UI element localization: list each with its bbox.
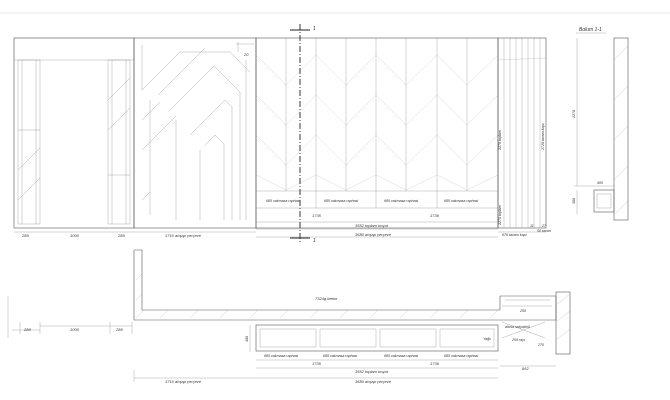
plan-dim-1735-a: 1735 <box>312 361 322 366</box>
section-mark-top: 1 <box>313 26 316 32</box>
plan-left-wall: 289 1000 289 <box>7 296 133 338</box>
dim-27: 27 <box>541 224 547 228</box>
shelf-label-2: 685 vakmasa raphasi <box>324 199 358 203</box>
plan-dim-1735-b: 1736 <box>430 361 440 366</box>
plan-right-wall: altına radyatörü 209 rayı Yağlı 270 250 … <box>483 291 571 371</box>
left-door-panel <box>13 37 135 229</box>
plan-left-frame: 1710 ahşap çerçeve <box>165 379 202 384</box>
section-cut-line: 1 1 <box>290 24 316 244</box>
slat-panel: 2270 toplam 2720 tavanı kapı 2270 toplam <box>497 37 547 229</box>
dim-1000: 1000 <box>70 233 80 238</box>
small-dim-top: 20 <box>243 52 249 57</box>
dim-2270-top: 2270 toplam <box>498 130 502 151</box>
detail-title: Bolum 1-1 <box>579 27 602 33</box>
plan-dim-400: 400 <box>245 336 249 342</box>
plan-dim-270: 270 <box>537 343 544 347</box>
section-mark-bottom: 1 <box>313 238 316 244</box>
dim-1710-frame: 1710 ahşap çerçeve <box>165 233 202 238</box>
plan-dim-1000: 1000 <box>70 327 80 332</box>
plan-slab: 7324g.beton <box>133 249 557 321</box>
shelf-label-3: 685 vakmasa raphasi <box>384 199 418 203</box>
front-elevation: 20 685 vakmasa raphasi 685 vakmasa rapha… <box>13 24 551 244</box>
dim-289-right: 289 <box>117 233 125 238</box>
detail-dim-400: 400 <box>597 181 603 185</box>
plan-dim-250: 250 <box>519 309 526 313</box>
dim-1735-a: 1735 <box>312 213 322 218</box>
radiator-small-label: 209 rayı <box>511 338 525 342</box>
plan-shelf-label-4: 685 vakmasa raphasi <box>444 354 478 358</box>
plan-shelf-label-1: 685 vakmasa raphasi <box>264 354 298 358</box>
total-width: 3552 toplam boyut <box>355 223 389 228</box>
plan-dimensions: 1735 1736 3552 toplam boyut 3680 ahşap ç… <box>133 359 498 384</box>
lattice-panel: 20 <box>133 37 257 229</box>
plan-cabinet: 685 vakmasa raphasi 685 vakmasa raphasi … <box>245 324 499 358</box>
plan-total-width: 3552 toplam boyut <box>355 369 389 374</box>
section-detail: Bolum 1-1 2270 400 300 <box>572 27 629 221</box>
detail-dim-300: 300 <box>572 198 576 204</box>
floor-plan: 289 1000 289 7324g.beton <box>7 249 571 384</box>
elevation-dimensions: 289 1000 289 1710 ahşap çerçeve 1735 173… <box>14 213 551 238</box>
plan-shelf-label-3: 685 vakmasa raphasi <box>384 354 418 358</box>
dim-2270-low: 2270 toplam <box>498 205 502 226</box>
dim-1735-b: 1736 <box>430 213 440 218</box>
dim-2720-top: 2720 tavanı kapı <box>541 123 545 151</box>
shelf-label-1: 685 vakmasa raphasi <box>266 199 300 203</box>
radiator-label: altına radyatörü <box>505 325 530 329</box>
dim-676: 676 tavanı kapı <box>502 233 527 237</box>
plan-dim-289-left: 289 <box>23 327 31 332</box>
plan-frame-width: 3680 ahşap çerçeve <box>355 379 392 384</box>
herringbone-cabinet: 685 vakmasa raphasi 685 vakmasa raphasi … <box>255 37 499 229</box>
plan-dim-862: 862 <box>522 366 529 371</box>
detail-dim-2270: 2270 <box>572 110 576 119</box>
shelf-label-4: 685 vakmasa raphasi <box>444 199 478 203</box>
dim-289-left: 289 <box>21 233 29 238</box>
dim-50: 50 tavan <box>537 229 551 233</box>
plan-shelf-label-2: 685 vakmasa raphasi <box>323 354 357 358</box>
dim-11: 11 <box>530 224 534 228</box>
frame-width: 3680 ahşap çerçeve <box>355 232 392 237</box>
plan-dim-289-right: 289 <box>115 327 123 332</box>
slab-label: 7324g.beton <box>315 296 338 301</box>
pipe-label: Yağlı <box>483 337 491 341</box>
